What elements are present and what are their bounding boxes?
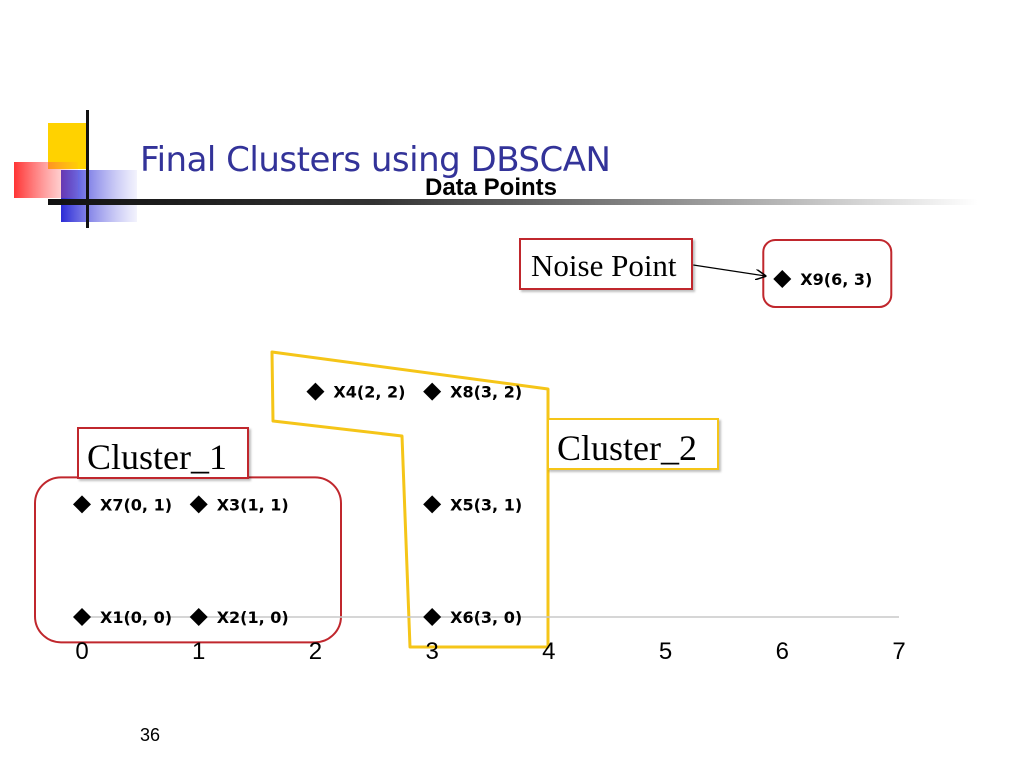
noise-arrow [693, 264, 765, 276]
x-tick-label: 7 [892, 638, 905, 665]
data-point-label: X2(1, 0) [217, 608, 289, 627]
data-point-label: X5(3, 1) [450, 495, 522, 514]
chart-title: Data Points [424, 174, 558, 201]
slide-logo-graphic [14, 110, 137, 228]
data-point-label: X1(0, 0) [100, 608, 172, 627]
x-tick-label: 1 [192, 638, 205, 665]
data-point-marker [73, 608, 91, 626]
x-tick-label: 6 [776, 638, 789, 665]
x-tick-label: 4 [542, 638, 555, 665]
noise-point-label: Noise Point [519, 238, 693, 290]
page-number: 36 [140, 725, 161, 745]
data-point-marker [773, 270, 792, 288]
data-point-label: X4(2, 2) [333, 383, 405, 402]
x-axis: 0 1 2 3 4 5 6 7 [75, 616, 906, 665]
data-point-marker [189, 495, 208, 514]
cluster-1-label: Cluster_1 [77, 427, 249, 479]
cluster-2-label: Cluster_2 [547, 418, 719, 470]
data-point-label: X6(3, 0) [450, 608, 522, 627]
data-point-marker [423, 495, 442, 514]
data-point-marker [306, 382, 325, 401]
x-tick-label: 2 [309, 638, 322, 665]
data-point-label: X7(0, 1) [100, 495, 172, 514]
cluster-2-outline [270, 350, 550, 649]
data-point-label: X9(6, 3) [800, 270, 872, 289]
data-point-marker [189, 608, 208, 626]
data-point-marker [423, 382, 442, 401]
data-point-marker [423, 608, 442, 626]
data-point-label: X3(1, 1) [217, 495, 289, 514]
title-divider [48, 199, 978, 205]
x-tick-label: 0 [75, 638, 88, 665]
x-tick-label: 5 [659, 638, 672, 665]
data-points: X1(0, 0) X2(1, 0) X3(1, 1) X4(2, 2) X5(3, 1)… [73, 270, 872, 627]
x-tick-label: 3 [425, 638, 438, 665]
slide-title: Final Clusters using DBSCAN [140, 140, 611, 180]
data-point-marker [73, 495, 91, 514]
data-point-label: X8(3, 2) [450, 383, 522, 402]
